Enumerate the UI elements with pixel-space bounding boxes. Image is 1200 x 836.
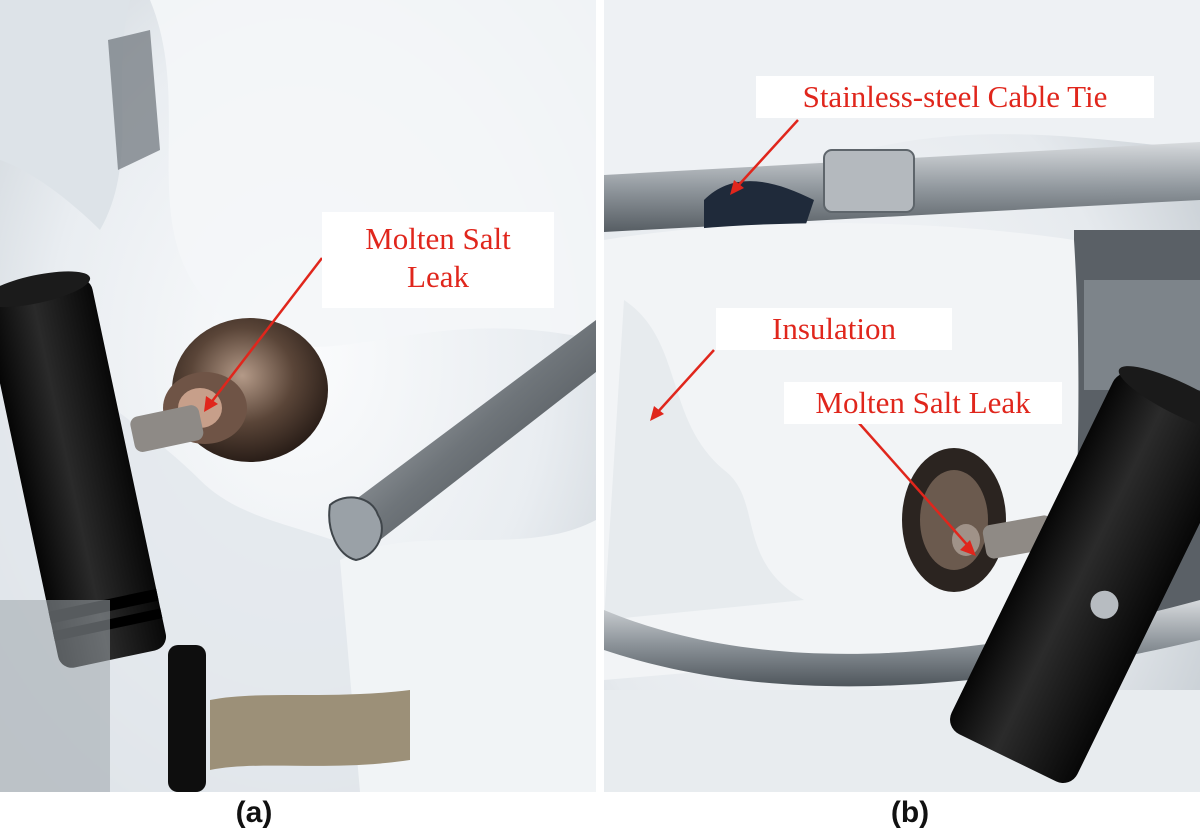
insulation-label: Insulation [716, 308, 952, 350]
molten-salt-leak-label-a: Molten Salt Leak [322, 212, 554, 308]
molten-salt-leak-label-a-line2: Leak [407, 259, 469, 294]
photo-panel-b: Stainless-steel Cable Tie Insulation Mol… [604, 0, 1200, 792]
molten-salt-leak-label-b: Molten Salt Leak [784, 382, 1062, 424]
panel-b-caption: (b) [890, 796, 930, 829]
stainless-steel-cable-tie-label: Stainless-steel Cable Tie [756, 76, 1154, 118]
panel-a-caption: (a) [235, 796, 273, 829]
molten-salt-leak-label-a-line1: Molten Salt [365, 221, 511, 256]
photo-a-image [0, 0, 596, 792]
photo-panel-a: Molten Salt Leak [0, 0, 596, 792]
